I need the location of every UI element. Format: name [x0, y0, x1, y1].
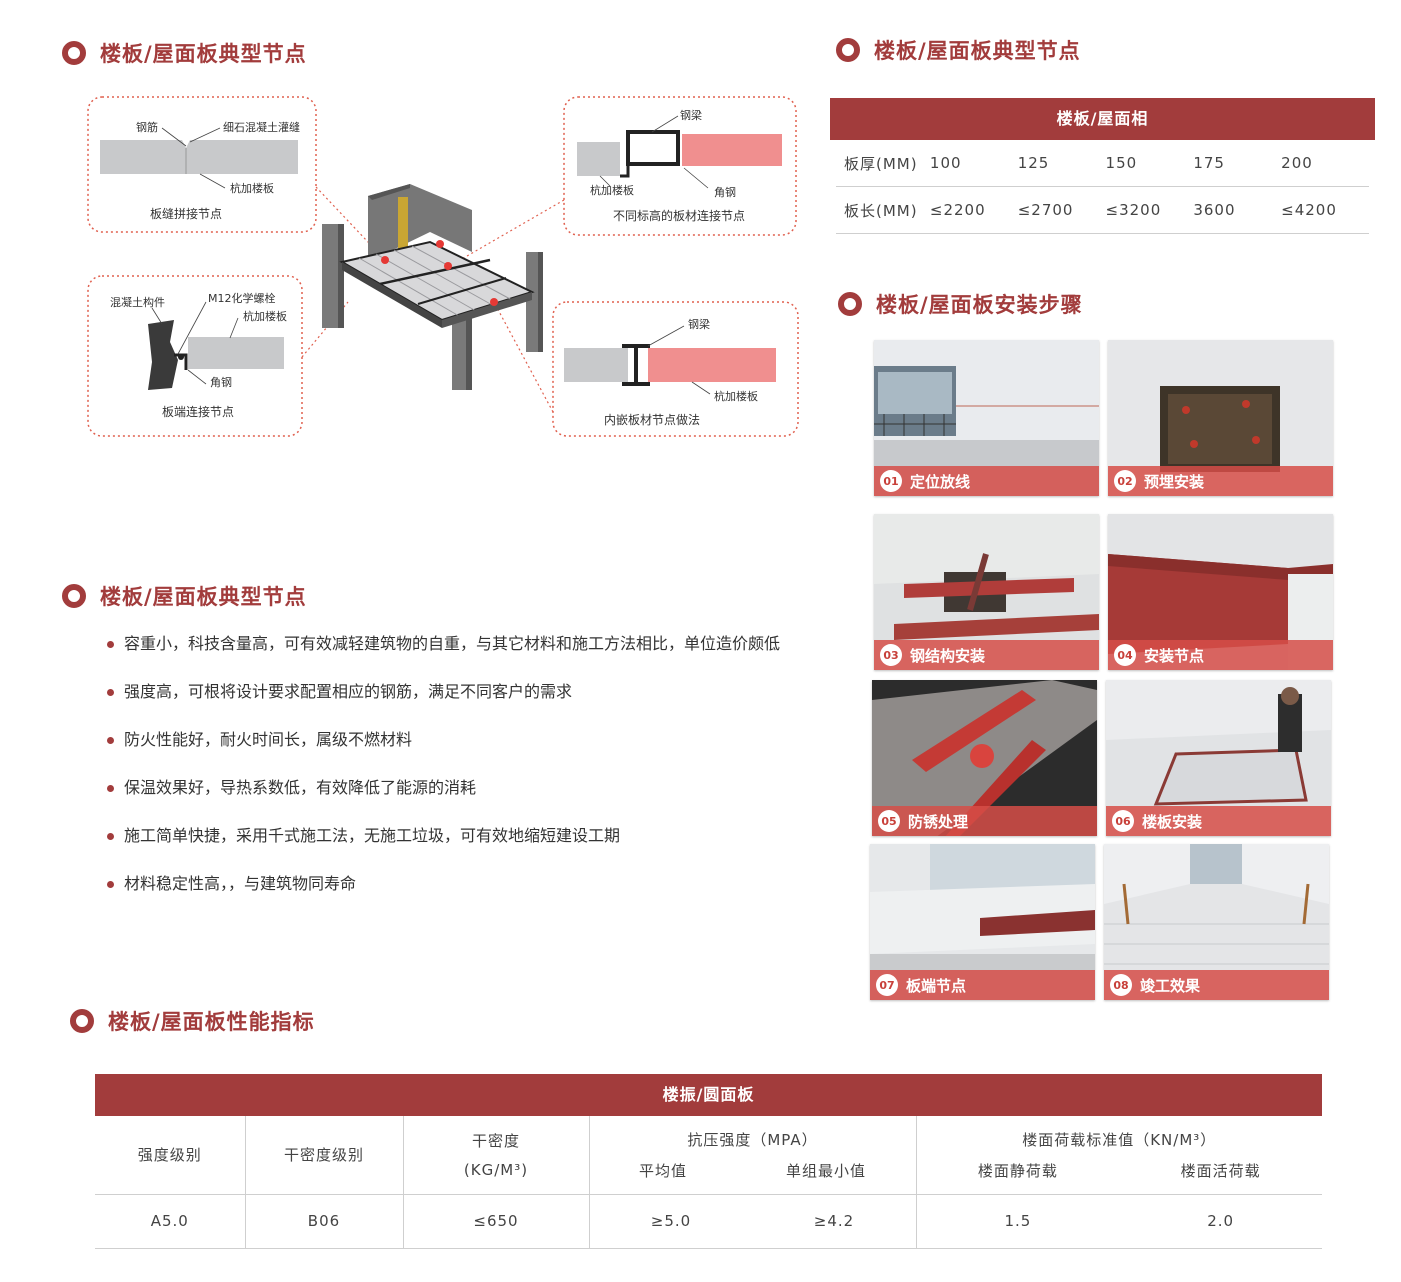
- circle-bullet-icon: [836, 38, 860, 62]
- list-item: 材料稳定性高，，与建筑物同寿命: [106, 868, 786, 900]
- section-title-spec: 楼板/屋面板典型节点: [836, 35, 1081, 65]
- circle-bullet-icon: [838, 292, 862, 316]
- level-node-callout: [563, 96, 797, 236]
- svg-text:杭加楼板: 杭加楼板: [714, 389, 758, 403]
- svg-text:内嵌板材节点做法: 内嵌板材节点做法: [604, 412, 700, 427]
- embed-node-callout: [552, 301, 799, 437]
- spec-table: 楼板/屋面相 板厚(MM) 100 125 150 175 200 板长(MM)…: [830, 98, 1375, 234]
- typical-nodes-diagram: 钢筋 细石混凝土灌缝 杭加楼板 板缝拼接节点 钢梁 杭加楼板 角钢 不同标高的板…: [87, 96, 799, 437]
- spec-table-header: 楼板/屋面相: [830, 98, 1375, 140]
- svg-text:钢筋: 钢筋: [136, 120, 158, 134]
- svg-text:杭加楼板: 杭加楼板: [590, 183, 634, 197]
- svg-text:角钢: 角钢: [210, 376, 232, 389]
- svg-text:杭加楼板: 杭加楼板: [230, 181, 274, 195]
- feature-list: 容重小，科技含量高，可有效减轻建筑物的自重，与其它材料和施工方法相比，单位造价颇…: [106, 628, 786, 916]
- circle-bullet-icon: [62, 41, 86, 65]
- svg-text:板缝拼接节点: 板缝拼接节点: [150, 206, 222, 221]
- performance-table-header: 楼振/圆面板: [95, 1074, 1322, 1116]
- circle-bullet-icon: [70, 1009, 94, 1033]
- svg-text:钢梁: 钢梁: [688, 317, 710, 331]
- svg-text:角钢: 角钢: [714, 186, 736, 199]
- seam-node-callout: [87, 96, 317, 233]
- performance-table: 楼振/圆面板 强度级别 干密度级别 干密度 (KG/M³) 抗压强度（MPA） …: [95, 1074, 1322, 1249]
- table-row: 强度级别 干密度级别 干密度 (KG/M³) 抗压强度（MPA） 平均值单组最小…: [95, 1116, 1322, 1194]
- list-item: 容重小，科技含量高，可有效减轻建筑物的自重，与其它材料和施工方法相比，单位造价颇…: [106, 628, 786, 660]
- svg-text:板端连接节点: 板端连接节点: [162, 404, 234, 419]
- steel-frame-illustration: [322, 184, 543, 390]
- table-row: 板长(MM) ≤2200 ≤2700 ≤3200 3600 ≤4200: [836, 187, 1369, 234]
- circle-bullet-icon: [62, 584, 86, 608]
- section-title-install: 楼板/屋面板安装步骤: [838, 289, 1083, 319]
- section-title-features: 楼板/屋面板典型节点: [62, 581, 307, 611]
- svg-text:M12化学螺栓: M12化学螺栓: [208, 291, 276, 305]
- section-title-nodes: 楼板/屋面板典型节点: [62, 38, 307, 68]
- level-node: 钢梁 杭加楼板 角钢 不同标高的板材连接节点: [577, 108, 782, 223]
- section-title-perf: 楼板/屋面板性能指标: [70, 1006, 315, 1036]
- list-item: 强度高，可根将设计要求配置相应的钢筋，满足不同客户的需求: [106, 676, 786, 708]
- svg-text:杭加楼板: 杭加楼板: [243, 309, 287, 323]
- end-node: 混凝土构件 M12化学螺栓 杭加楼板 角钢 板端连接节点: [110, 291, 287, 419]
- list-item: 施工简单快捷，采用千式施工法，无施工垃圾，可有效地缩短建设工期: [106, 820, 786, 852]
- list-item: 保温效果好，导热系数低，有效降低了能源的消耗: [106, 772, 786, 804]
- svg-text:不同标高的板材连接节点: 不同标高的板材连接节点: [613, 208, 745, 223]
- table-row: 板厚(MM) 100 125 150 175 200: [836, 140, 1369, 187]
- svg-text:混凝土构件: 混凝土构件: [110, 295, 165, 309]
- embed-node: 钢梁 杭加楼板 内嵌板材节点做法: [564, 317, 776, 427]
- svg-text:细石混凝土灌缝: 细石混凝土灌缝: [223, 120, 300, 134]
- list-item: 防火性能好，耐火时间长，属级不燃材料: [106, 724, 786, 756]
- seam-node: 钢筋 细石混凝土灌缝 杭加楼板 板缝拼接节点: [100, 120, 300, 221]
- end-node-callout: [87, 275, 303, 437]
- svg-text:钢梁: 钢梁: [680, 108, 702, 122]
